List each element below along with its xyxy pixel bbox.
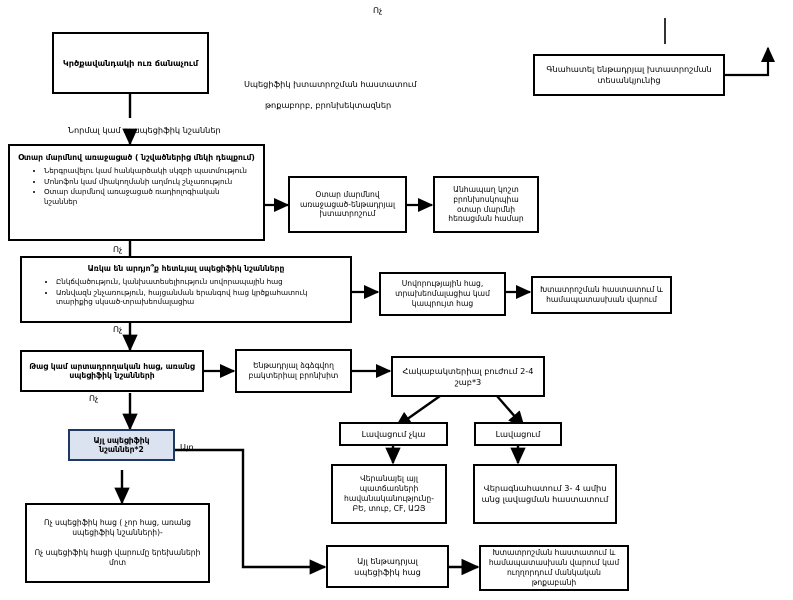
- box-specific-signs-present-title: Առկա են արդյո՞ք հետևյալ սպեցիֆիկ նշաններ…: [87, 264, 285, 273]
- box-foreign-body-signs-list: Ներգրավելու կամ հանկարծակի սկզբի պատմութ…: [10, 166, 263, 206]
- specific-dx-note-line1: Սպեցիֆիկ խտատրոշման հաստատում: [244, 79, 417, 89]
- box-other-suspected-specific-cough-text: Այլ ենթադրյալ սպեցիֆիկ հաց: [354, 555, 421, 577]
- box-suspected-foreign-body-title: Կրծքավանդակի ուռ ճանաչում: [62, 57, 199, 68]
- specific-dx-note-line2: թոքաբորբ, բրոնխեկտազներ: [265, 100, 392, 110]
- box-reassess-text: Վերագնահատում 3- 4 ամիս անց լավացման հաս…: [481, 483, 609, 504]
- edge-label-no-2: Ոչ: [113, 324, 123, 334]
- box-nonspecific-cough-line1: Ոչ սպեցիֆիկ հաց ( չոր հաց, առանց սպեցիֆի…: [44, 518, 191, 538]
- box-nonspecific-cough-line2: Ոչ սպեցիֆիկ հացի վարումը երեխաների մոտ: [34, 548, 201, 567]
- box-reassess[interactable]: Վերագնահատում 3- 4 ամիս անց լավացման հաս…: [473, 464, 617, 524]
- box-protracted-bacterial-bronchitis-text: Ենթադրյալ ձգձգվող բակտերիալ բրոնխիտ: [248, 361, 339, 380]
- box-foreign-body-signs-title: Օտար մարմնով առաջացած ( նշվածներից մեկի …: [18, 153, 255, 162]
- box-protracted-bacterial-bronchitis[interactable]: Ենթադրյալ ձգձգվող բակտերիալ բրոնխիտ: [235, 349, 352, 393]
- box-improvement-text: Լավացում: [495, 428, 541, 439]
- box-fb-suspected-diagnosis-text: Օտար մարմնով առաջացած-ենթադրյալ խտատրոշո…: [299, 189, 396, 219]
- box-wet-cough[interactable]: Թաց կամ արտադրողական հաց, առանց սպեցիֆիկ…: [20, 350, 204, 392]
- box-no-improvement-text: Լավացում չկա: [361, 428, 426, 439]
- box-dx-confirm-manage-1[interactable]: Խտատրոշման հաստատում և համապատասխան վարո…: [531, 276, 672, 314]
- box-dx-confirm-manage-1-text: Խտատրոշման հաստատում և համապատասխան վարո…: [540, 285, 663, 304]
- box-tracheomalacia[interactable]: Սովորությային հաց, տրախեոմալացիա կամ կապ…: [379, 272, 506, 316]
- box-dx-confirm-manage-2[interactable]: Խտատրոշման հաստատում և համապատասխան վարո…: [479, 545, 629, 591]
- edge-label-no-1: Ոչ: [113, 244, 123, 254]
- edge-label-no-3: Ոչ: [89, 393, 99, 403]
- box-other-specific-signs-text: Այլ սպեցիֆիկ նշաններ*2: [93, 435, 150, 454]
- box-evaluate-specific-text: Գնահատել ենթադրյալ խտատրոշման տեսանկյուն…: [546, 64, 712, 85]
- box-wet-cough-title: Թաց կամ արտադրողական հաց, առանց սպեցիֆիկ…: [29, 361, 195, 380]
- box-specific-signs-present-list: Ընկճվածություն, կանխատեսելիություն սովոր…: [22, 277, 350, 307]
- box-antibiotic-treatment[interactable]: Հակաբակտերիալ բուժում 2-4 շաբ*3: [391, 356, 545, 397]
- box-rigid-bronchoscopy-text: Անհապաղ կոշտ բրոնխոսկոպիա օտար մարմնի հե…: [448, 184, 524, 224]
- box-rigid-bronchoscopy[interactable]: Անհապաղ կոշտ բրոնխոսկոպիա օտար մարմնի հե…: [433, 176, 539, 233]
- box-specific-signs-present[interactable]: Առկա են արդյո՞ք հետևյալ սպեցիֆիկ նշաններ…: [20, 256, 352, 323]
- box-antibiotic-treatment-text: Հակաբակտերիալ բուժում 2-4 շաբ*3: [402, 365, 534, 387]
- top-note-no: Ոչ: [373, 5, 383, 15]
- box-evaluate-specific[interactable]: Գնահատել ենթադրյալ խտատրոշման տեսանկյուն…: [533, 54, 725, 96]
- box-nonspecific-cough[interactable]: Ոչ սպեցիֆիկ հաց ( չոր հաց, առանց սպեցիֆի…: [25, 503, 210, 583]
- list-item: Մոնոֆոն կամ միակողմանի աղմուկ շնչառությո…: [44, 177, 263, 186]
- box-review-other-causes[interactable]: Վերանայել այլ պատճառների հավանականությու…: [331, 464, 447, 524]
- list-item: Օտար մարմնով առաջացած ռադիոլոգիական նշան…: [44, 187, 263, 206]
- list-item: Ընկճվածություն, կանխատեսելիություն սովոր…: [56, 277, 350, 286]
- box-tracheomalacia-text: Սովորությային հաց, տրախեոմալացիա կամ կապ…: [395, 279, 490, 308]
- box-foreign-body-signs[interactable]: Օտար մարմնով առաջացած ( նշվածներից մեկի …: [8, 144, 265, 241]
- list-item: Առնվազն շնչառություն, հայցանման երանգով …: [56, 288, 350, 307]
- box-fb-suspected-diagnosis[interactable]: Օտար մարմնով առաջացած-ենթադրյալ խտատրոշո…: [288, 176, 407, 233]
- box-other-specific-signs[interactable]: Այլ սպեցիֆիկ նշաններ*2: [68, 429, 175, 461]
- box-suspected-foreign-body[interactable]: Կրծքավանդակի ուռ ճանաչում: [52, 32, 209, 94]
- box-improvement[interactable]: Լավացում: [474, 422, 562, 446]
- box-other-suspected-specific-cough[interactable]: Այլ ենթադրյալ սպեցիֆիկ հաց: [326, 545, 449, 588]
- box-review-other-causes-text: Վերանայել այլ պատճառների հավանականությու…: [344, 474, 434, 513]
- edge-label-yes: Այո: [180, 442, 194, 452]
- normal-cough-note: Նորմալ կամ ոչ սպեցիֆիկ նշաններ: [68, 125, 221, 135]
- box-no-improvement[interactable]: Լավացում չկա: [339, 422, 448, 446]
- list-item: Ներգրավելու կամ հանկարծակի սկզբի պատմութ…: [44, 166, 263, 175]
- box-dx-confirm-manage-2-text: Խտատրոշման հաստատում և համապատասխան վարո…: [488, 548, 620, 587]
